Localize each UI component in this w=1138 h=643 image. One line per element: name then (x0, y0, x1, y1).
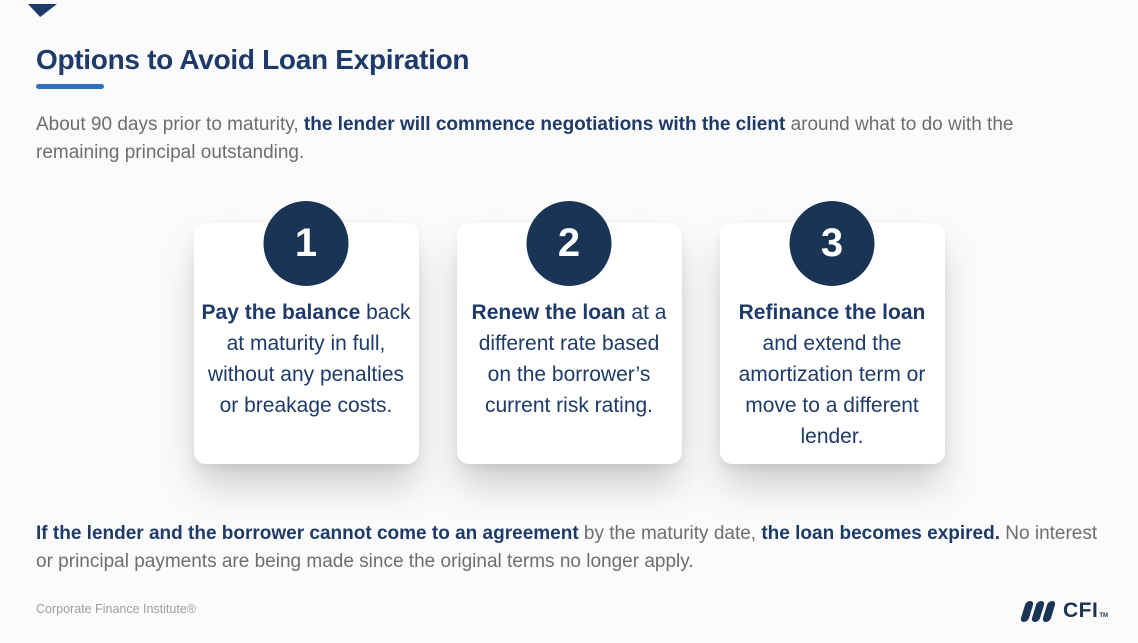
option-2-number: 2 (557, 221, 581, 265)
intro-paragraph: About 90 days prior to maturity, the len… (36, 111, 1102, 167)
outro-segment-bold: the loan becomes expired. (761, 523, 1000, 544)
option-3-text: Refinance the loan and extend the amorti… (728, 297, 937, 452)
intro-segment-bold: the lender will commence negotiations wi… (303, 114, 786, 135)
outro-paragraph: If the lender and the borrower cannot co… (36, 520, 1102, 576)
option-1-lead: Pay the balance (201, 301, 361, 324)
option-2-text: Renew the loan at a different rate based… (465, 297, 674, 421)
option-3-number: 3 (820, 221, 844, 265)
option-3-rest: and extend the amortization term or move… (738, 332, 926, 448)
option-2-number-badge: 2 (526, 201, 612, 286)
option-2-lead: Renew the loan (471, 301, 626, 324)
cfi-logo-tm: TM (1099, 613, 1108, 619)
option-3-lead: Refinance the loan (738, 301, 926, 324)
cfi-logo-text: CFI (1063, 599, 1099, 622)
option-2-rest: at a different rate based on the borrowe… (478, 301, 667, 417)
option-card-3: 3 Refinance the loan and extend the amor… (719, 201, 945, 464)
intro-segment: About 90 days prior to maturity, (36, 114, 304, 135)
option-3-number-badge: 3 (789, 201, 875, 286)
intro-segment: around what to do with the remaining pri… (36, 114, 1014, 163)
option-1-rest: back at maturity in full, without any pe… (207, 301, 411, 417)
option-1-number: 1 (294, 221, 318, 265)
option-card-1: 1 Pay the balance back at maturity in fu… (193, 201, 419, 464)
outro-segment: by the maturity date, (578, 523, 762, 544)
options-card-row: 1 Pay the balance back at maturity in fu… (0, 201, 1138, 464)
outro-segment-bold: If the lender and the borrower cannot co… (36, 523, 579, 544)
option-card-2: 2 Renew the loan at a different rate bas… (456, 201, 682, 464)
cfi-logo: CFI TM (1019, 599, 1108, 623)
title-underline (36, 84, 104, 89)
page-title: Options to Avoid Loan Expiration (36, 44, 470, 75)
corner-accent-icon (28, 4, 57, 17)
footer-brand: Corporate Finance Institute® (36, 602, 196, 616)
cfi-bars-icon (1019, 600, 1057, 622)
option-1-text: Pay the balance back at maturity in full… (202, 297, 411, 421)
option-1-number-badge: 1 (263, 201, 349, 286)
outro-segment: No interest or principal payments are be… (36, 523, 1098, 572)
